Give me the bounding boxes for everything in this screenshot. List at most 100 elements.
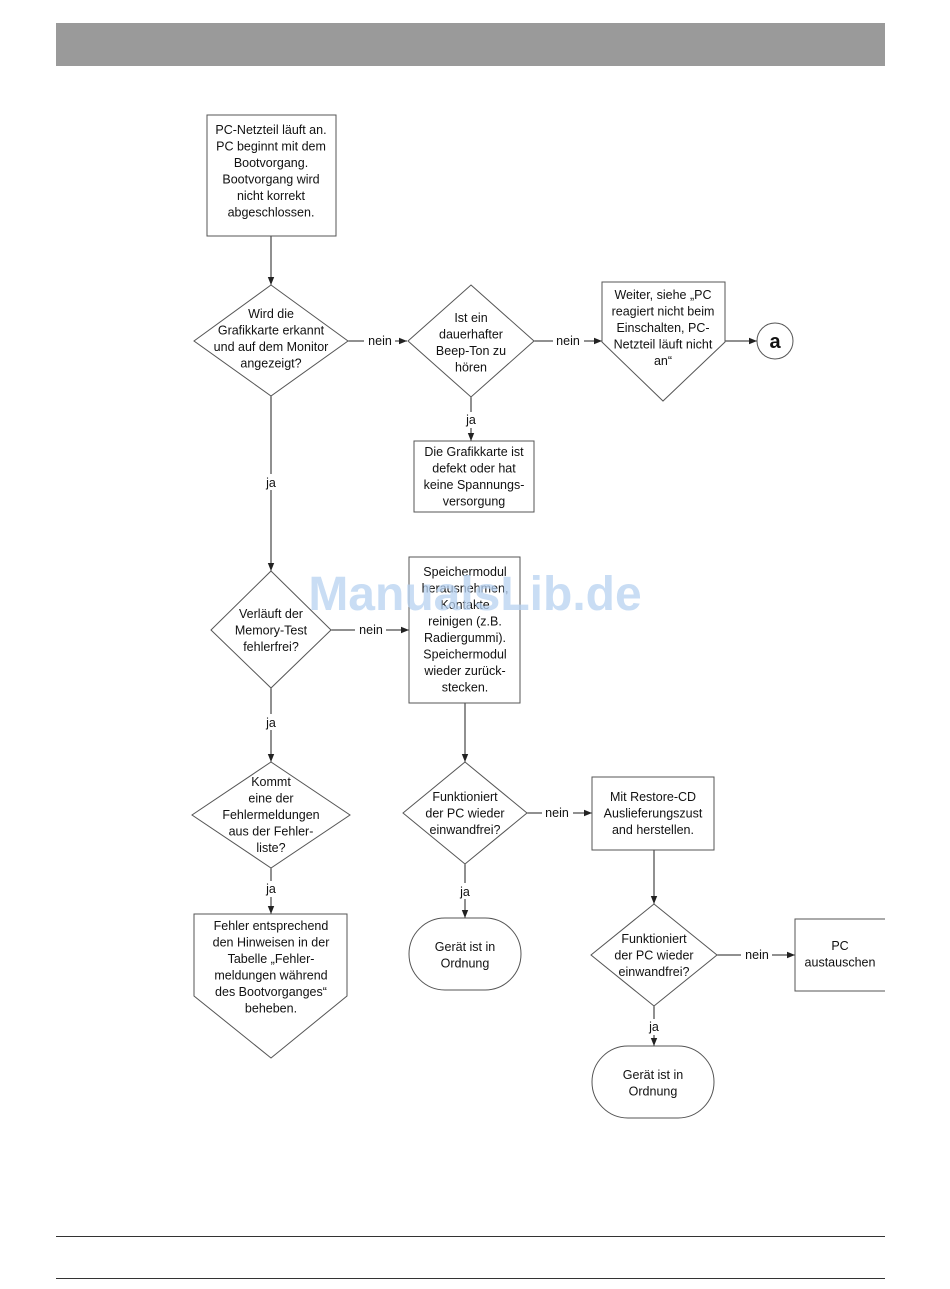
edge-label-ja: ja (648, 1020, 659, 1034)
grafik-defekt-text-line: versorgung (443, 495, 506, 509)
start-box (206, 114, 337, 237)
speicher-text: Speichermodul herausnehmen, Kontakte reinig… (422, 565, 509, 695)
edge-label-ja: ja (465, 413, 476, 427)
question-memory-text-line: Verläuft der (239, 607, 303, 621)
restore-text: Mit Restore-CD Auslieferungszust and herst… (604, 790, 703, 837)
edge-label-ja: ja (265, 882, 276, 896)
ok2-text-line: Ordnung (629, 1085, 678, 1099)
edge-label-ja: ja (265, 476, 276, 490)
question-beep-text-line: dauerhafter (439, 328, 503, 342)
edge-label-ja: ja (265, 716, 276, 730)
question-memory-text-line: Memory-Test (235, 624, 308, 638)
restore-text-line: Auslieferungszust (604, 807, 703, 821)
ok2-text: Gerät ist in Ordnung (623, 1068, 683, 1099)
start-box-text-line: Bootvorgang. (234, 156, 308, 170)
edge-label-nein: nein (545, 806, 569, 820)
speicher-box (408, 556, 521, 704)
edge-label-nein: nein (359, 623, 383, 637)
question-grafik-text-line: und auf dem Monitor (214, 340, 329, 354)
austauschen-text: PC austauschen (805, 939, 876, 970)
weiter-offpage-text-line: an“ (654, 354, 672, 368)
question-funkt2-text: Funktioniert der PC wieder einwandfrei? (614, 932, 693, 979)
connector-a-circle (756, 322, 794, 360)
question-fehler-text-line: eine der (248, 792, 293, 806)
question-memory-diamond (210, 570, 332, 689)
fehler-beheben-text-line: Fehler entsprechend (214, 919, 329, 933)
speicher-text-line: reinigen (z.B. (428, 615, 502, 629)
weiter-offpage-text-line: reagiert nicht beim (612, 305, 715, 319)
grafik-defekt-text-line: Die Grafikkarte ist (424, 445, 524, 459)
speicher-text-line: Kontakte (440, 598, 489, 612)
austauschen-box (794, 918, 885, 992)
question-fehler-text-line: aus der Fehler- (229, 825, 314, 839)
question-funkt1-text-line: Funktioniert (432, 790, 498, 804)
ok1-terminal (408, 917, 522, 991)
weiter-offpage-shape (601, 281, 726, 402)
question-grafik-diamond (193, 284, 349, 397)
question-beep-text-line: Beep-Ton zu (436, 344, 506, 358)
question-fehler-text-line: Kommt (251, 775, 291, 789)
header-bar (56, 23, 885, 66)
speicher-text-line: Radiergummi). (424, 631, 506, 645)
restore-text-line: and herstellen. (612, 823, 694, 837)
weiter-offpage-text-line: Einschalten, PC- (616, 321, 709, 335)
edge-label-nein: nein (368, 334, 392, 348)
grafik-defekt-text-line: keine Spannungs- (424, 478, 525, 492)
ok2-terminal (591, 1045, 715, 1119)
question-funkt1-text-line: einwandfrei? (430, 823, 501, 837)
start-box-text-line: nicht korrekt (237, 189, 306, 203)
question-funkt2-text-line: einwandfrei? (619, 965, 690, 979)
question-fehler-diamond (191, 761, 351, 869)
start-box-text-line: PC beginnt mit dem (216, 140, 326, 154)
question-funkt2-text-line: Funktioniert (621, 932, 687, 946)
fehler-beheben-shape (193, 913, 348, 1059)
austauschen-text-line: austauschen (805, 956, 876, 970)
weiter-offpage-text-line: Weiter, siehe „PC (614, 288, 711, 302)
fehler-beheben-text-line: meldungen während (214, 969, 327, 983)
restore-text-line: Mit Restore-CD (610, 790, 696, 804)
edge-label-ja: ja (459, 885, 470, 899)
start-box-text-line: Bootvorgang wird (222, 173, 319, 187)
question-funkt2-diamond (590, 903, 718, 1007)
speicher-text-line: Speichermodul (423, 648, 506, 662)
fehler-beheben-text-line: den Hinweisen in der (213, 936, 330, 950)
question-grafik-text-line: Grafikkarte erkannt (218, 324, 325, 338)
footer-rule-top (56, 1236, 885, 1237)
question-funkt1-text: Funktioniert der PC wieder einwandfrei? (425, 790, 504, 837)
grafik-defekt-text: Die Grafikkarte ist defekt oder hat keine … (424, 445, 525, 509)
fehler-beheben-text-line: beheben. (245, 1002, 297, 1016)
question-funkt2-text-line: der PC wieder (614, 949, 693, 963)
footer-rule-bottom (56, 1278, 885, 1279)
restore-box (591, 776, 715, 851)
question-beep-text-line: hören (455, 361, 487, 375)
question-beep-text-line: Ist ein (454, 311, 487, 325)
question-funkt1-text-line: der PC wieder (425, 807, 504, 821)
question-funkt1-diamond (402, 761, 528, 865)
ok1-text-line: Gerät ist in (435, 940, 495, 954)
question-beep-diamond (407, 284, 535, 398)
fehler-beheben-text-line: des Bootvorganges“ (215, 985, 327, 999)
connector-a-label: a (769, 331, 781, 353)
speicher-text-line: herausnehmen, (422, 582, 509, 596)
start-box-text-line: abgeschlossen. (228, 206, 315, 220)
speicher-text-line: wieder zurück- (423, 664, 505, 678)
question-fehler-text-line: liste? (256, 841, 285, 855)
question-memory-text-line: fehlerfrei? (243, 640, 299, 654)
grafik-defekt-box (413, 440, 535, 513)
grafik-defekt-text-line: defekt oder hat (432, 462, 516, 476)
edge-label-nein: nein (556, 334, 580, 348)
ok1-text-line: Ordnung (441, 957, 490, 971)
ok1-text: Gerät ist in Ordnung (435, 940, 495, 971)
watermark: ManualsLib.de (308, 568, 641, 621)
edge-label-nein: nein (745, 948, 769, 962)
austauschen-text-line: PC (831, 939, 848, 953)
ok2-text-line: Gerät ist in (623, 1068, 683, 1082)
question-grafik-text-line: angezeigt? (240, 357, 301, 371)
